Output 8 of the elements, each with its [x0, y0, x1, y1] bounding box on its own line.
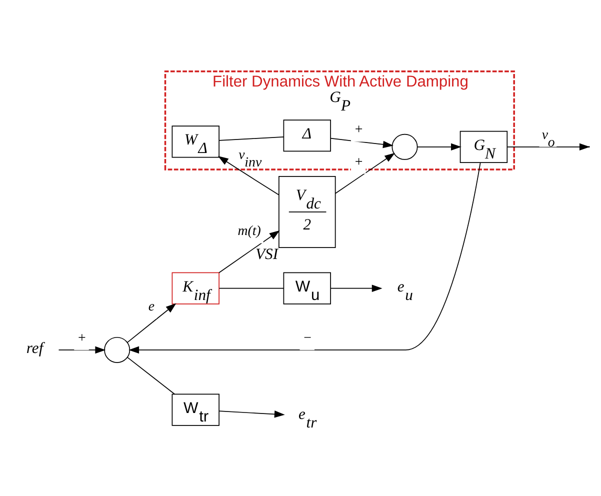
edge-label: e [148, 300, 155, 315]
node-text: ref [26, 340, 44, 357]
edge-label: − [302, 330, 312, 346]
edge-label: + [354, 154, 364, 170]
edge-label: m(t) [238, 224, 261, 240]
node-label: VSI [256, 246, 278, 264]
edge-label: + [77, 330, 87, 346]
edge-label: + [354, 122, 364, 138]
